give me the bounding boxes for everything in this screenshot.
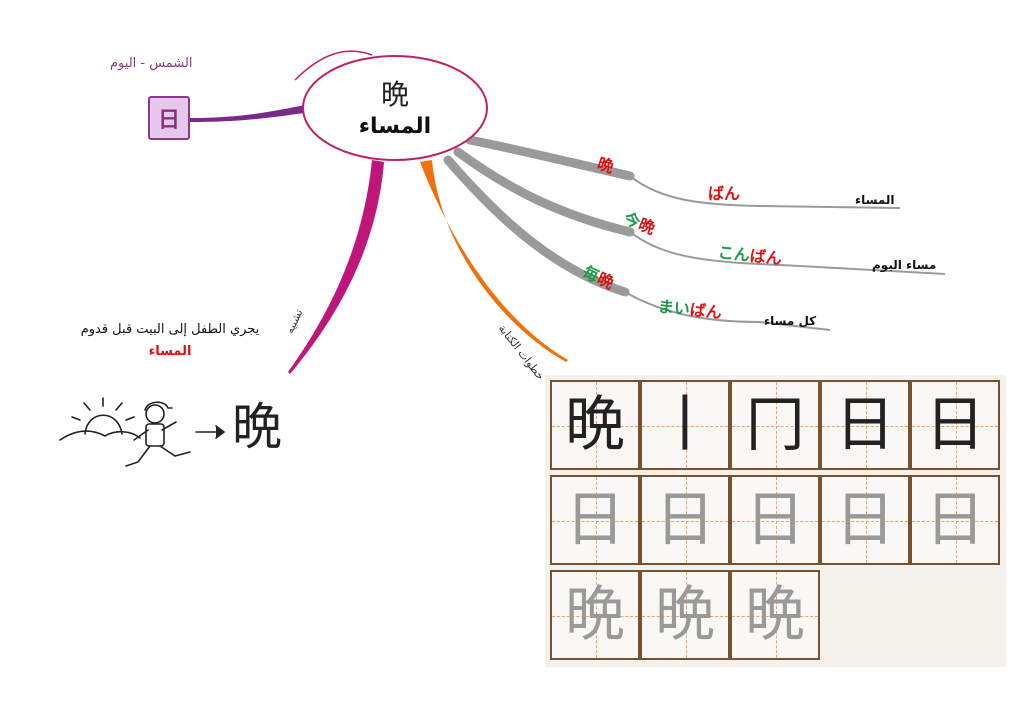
stroke-cell: 日 bbox=[910, 475, 1000, 565]
center-swoosh bbox=[294, 50, 373, 81]
stroke-cell: 日 bbox=[820, 380, 910, 470]
sun-node: 日 bbox=[148, 96, 190, 140]
sun-branch bbox=[190, 104, 310, 122]
stroke-glyph: 冂 bbox=[745, 390, 805, 460]
mnemonic-branch bbox=[288, 160, 384, 374]
stroke-cell: 晩 bbox=[550, 380, 640, 470]
vocab-3-reading-b: ばん bbox=[688, 300, 723, 323]
center-meaning: المساء bbox=[358, 114, 432, 139]
stroke-cell: 日 bbox=[910, 380, 1000, 470]
vocab-2-reading-b: ばん bbox=[748, 246, 783, 269]
stroke-glyph: 丨 bbox=[655, 390, 715, 460]
mnemonic-kanji: 晩 bbox=[232, 398, 282, 456]
stroke-cell: 冂 bbox=[730, 380, 820, 470]
stroke-glyph: 晩 bbox=[565, 390, 625, 460]
stroke-glyph: 日 bbox=[925, 485, 985, 555]
center-node: 晩 المساء bbox=[305, 60, 485, 160]
vocab-branch-1-thin bbox=[629, 175, 901, 209]
sun-ray bbox=[71, 416, 81, 421]
hills bbox=[59, 430, 141, 441]
child-legs-icon bbox=[125, 445, 191, 467]
vocab-branch-2-thin bbox=[629, 231, 946, 275]
stroke-cell: 晩 bbox=[730, 570, 820, 660]
sun-arc-icon bbox=[84, 414, 123, 435]
mnemonic-drawing bbox=[59, 397, 226, 467]
sun-ray bbox=[83, 402, 91, 411]
sun-label: الشمس - اليوم bbox=[110, 56, 193, 71]
vocab-2-meaning: مساء اليوم bbox=[872, 258, 937, 272]
stroke-cell: 丨 bbox=[640, 380, 730, 470]
stroke-cell: 晩 bbox=[640, 570, 730, 660]
strokes-branch bbox=[420, 160, 568, 362]
vocab-branch-1 bbox=[465, 135, 635, 181]
mnemonic-highlight: المساء bbox=[148, 344, 192, 359]
stroke-glyph: 日 bbox=[745, 485, 805, 555]
mnemonic-text: يجري الطفل إلى البيت قبل قدوم bbox=[80, 322, 260, 337]
stroke-glyph: 日 bbox=[835, 485, 895, 555]
stroke-cell: 日 bbox=[820, 475, 910, 565]
arrow-head-icon bbox=[215, 425, 226, 439]
stroke-cell: 日 bbox=[730, 475, 820, 565]
vocab-branch-2 bbox=[453, 147, 635, 237]
stroke-glyph: 日 bbox=[925, 390, 985, 460]
stroke-glyph: 晩 bbox=[745, 580, 805, 650]
stroke-glyph: 日 bbox=[835, 390, 895, 460]
child-head-icon bbox=[145, 404, 165, 424]
stroke-cell: 日 bbox=[640, 475, 730, 565]
child-arm-icon bbox=[133, 421, 177, 441]
center-ellipse bbox=[302, 55, 488, 161]
stroke-glyph: 日 bbox=[565, 485, 625, 555]
sun-ray bbox=[115, 402, 123, 411]
vocab-branch-3-thin bbox=[624, 291, 831, 331]
child-body-icon bbox=[145, 423, 165, 447]
stroke-cell: 日 bbox=[550, 475, 640, 565]
vocab-2-reading-a: こん bbox=[717, 242, 751, 265]
vocab-1-reading: ばん bbox=[708, 184, 741, 203]
vocab-branch-3 bbox=[443, 155, 630, 297]
stroke-glyph: 晩 bbox=[565, 580, 625, 650]
stroke-cell: 晩 bbox=[550, 570, 640, 660]
stroke-order-grid: 晩 丨 冂 日 日 日 日 日 日 日 晩 晩 晩 bbox=[545, 375, 1006, 667]
stroke-glyph: 日 bbox=[655, 485, 715, 555]
vocab-3-reading-a: まい bbox=[657, 296, 691, 319]
sun-kanji: 日 bbox=[157, 108, 180, 133]
sun-ray bbox=[125, 416, 135, 421]
center-kanji: 晩 bbox=[380, 78, 409, 111]
vocab-1-meaning: المساء bbox=[855, 193, 895, 207]
stroke-glyph: 晩 bbox=[655, 580, 715, 650]
vocab-3-meaning: كل مساء bbox=[764, 314, 817, 328]
child-cap-icon bbox=[144, 401, 173, 411]
